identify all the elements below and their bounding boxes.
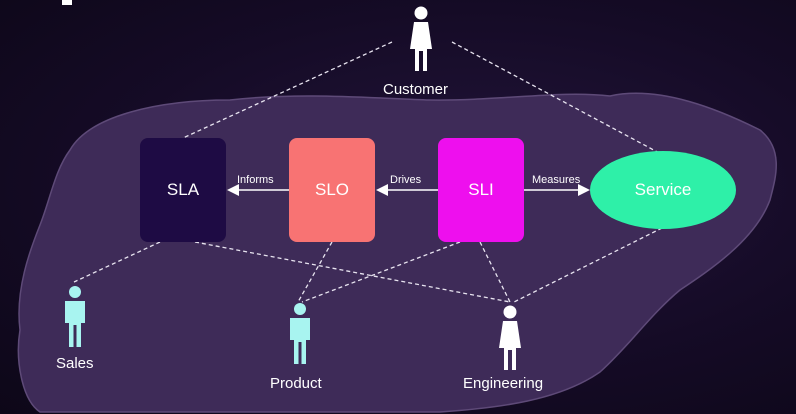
engineering-female-person-icon (499, 305, 521, 370)
sla-box: SLA (140, 138, 226, 242)
sli-label: SLI (468, 180, 494, 199)
measures-label: Measures (532, 174, 581, 186)
line-customer-service (451, 41, 664, 156)
service-label: Service (634, 180, 692, 199)
product-male-person-icon (290, 303, 310, 364)
drives-label: Drives (390, 174, 422, 186)
service-ellipse: Service (590, 151, 736, 229)
engineering-label: Engineering (463, 375, 544, 392)
line-sla-engineering (194, 241, 511, 303)
slo-label: SLO (314, 180, 350, 199)
customer-female-person-icon (410, 6, 432, 71)
sales-male-person-icon (65, 286, 85, 347)
line-sli-product (301, 241, 461, 303)
product-label: Product (270, 375, 322, 392)
customer-label: Customer (383, 81, 449, 98)
sla-label: SLA (166, 180, 200, 199)
slo-box: SLO (289, 138, 375, 242)
line-slo-product (297, 241, 333, 303)
line-customer-sla (182, 41, 393, 139)
cropped-title-fragment (62, 0, 72, 5)
line-sla-sales (73, 241, 161, 283)
informs-label: Informs (237, 174, 274, 186)
sales-label: Sales (56, 355, 94, 372)
organization-blob (17, 92, 777, 413)
sli-box: SLI (438, 138, 524, 242)
